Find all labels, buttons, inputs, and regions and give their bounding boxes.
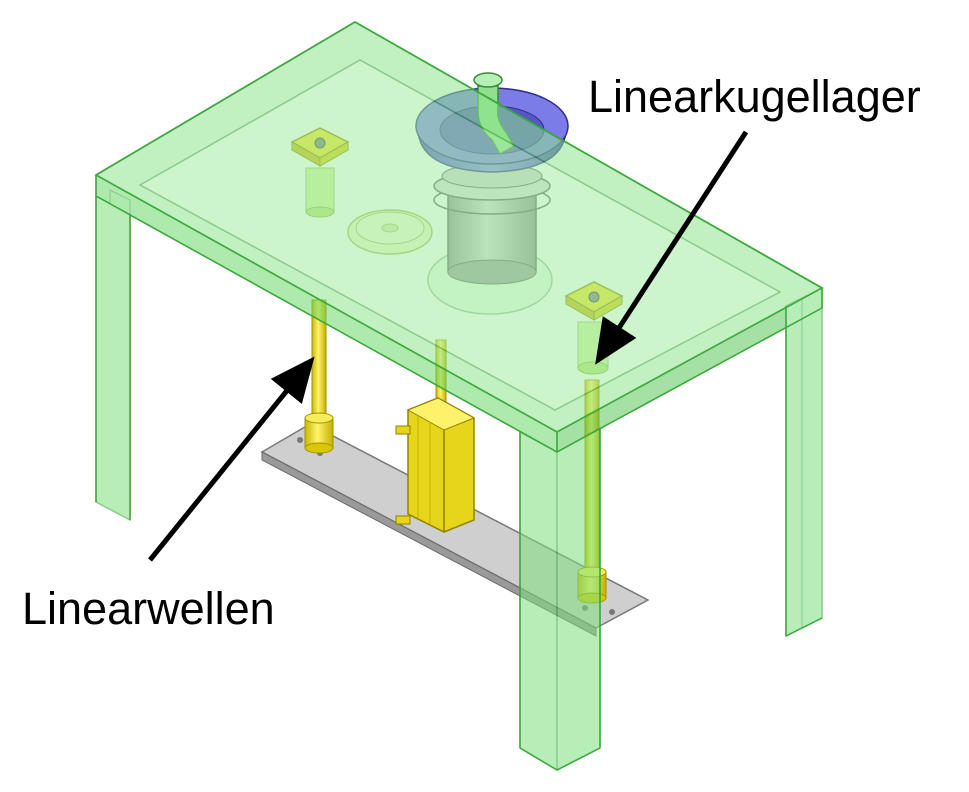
table-frame-edges [95,21,824,771]
label-linearkugellager: Linearkugellager [588,71,921,122]
table-frame [93,20,825,771]
arrow-to-shafts [148,356,315,562]
label-linearwellen: Linearwellen [22,583,275,634]
arrow-to-bearing [595,130,749,365]
